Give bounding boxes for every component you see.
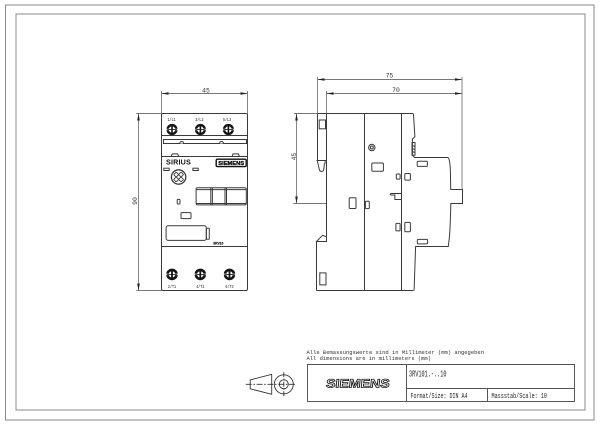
svg-text:75: 75 [386, 72, 394, 79]
svg-text:45: 45 [291, 153, 298, 161]
svg-text:All dimensions are in millimet: All dimensions are in millimeters (mm) [307, 355, 432, 362]
svg-text:Alle Bemassungswerte sind in M: Alle Bemassungswerte sind in Millimeter … [307, 349, 485, 356]
svg-text:2/T1: 2/T1 [168, 285, 177, 290]
svg-text:Massstab/Scale: 10: Massstab/Scale: 10 [492, 393, 548, 401]
svg-text:6/T3: 6/T3 [225, 285, 234, 290]
svg-text:5/L3: 5/L3 [223, 118, 232, 123]
svg-text:3/L2: 3/L2 [195, 118, 204, 123]
svg-text:90: 90 [132, 197, 139, 205]
svg-text:45: 45 [202, 87, 210, 94]
svg-text:SIRIUS: SIRIUS [166, 158, 191, 167]
svg-text:3RV101.-..10: 3RV101.-..10 [409, 369, 447, 380]
svg-text:3RV10: 3RV10 [213, 240, 224, 245]
svg-text:4/T2: 4/T2 [196, 285, 205, 290]
svg-text:SIEMENS: SIEMENS [218, 161, 244, 167]
svg-text:SIEMENS: SIEMENS [325, 376, 390, 390]
svg-text:1/L1: 1/L1 [168, 118, 177, 123]
svg-text:Format/Size: DIN A4: Format/Size: DIN A4 [411, 393, 468, 401]
svg-text:70: 70 [392, 87, 400, 94]
